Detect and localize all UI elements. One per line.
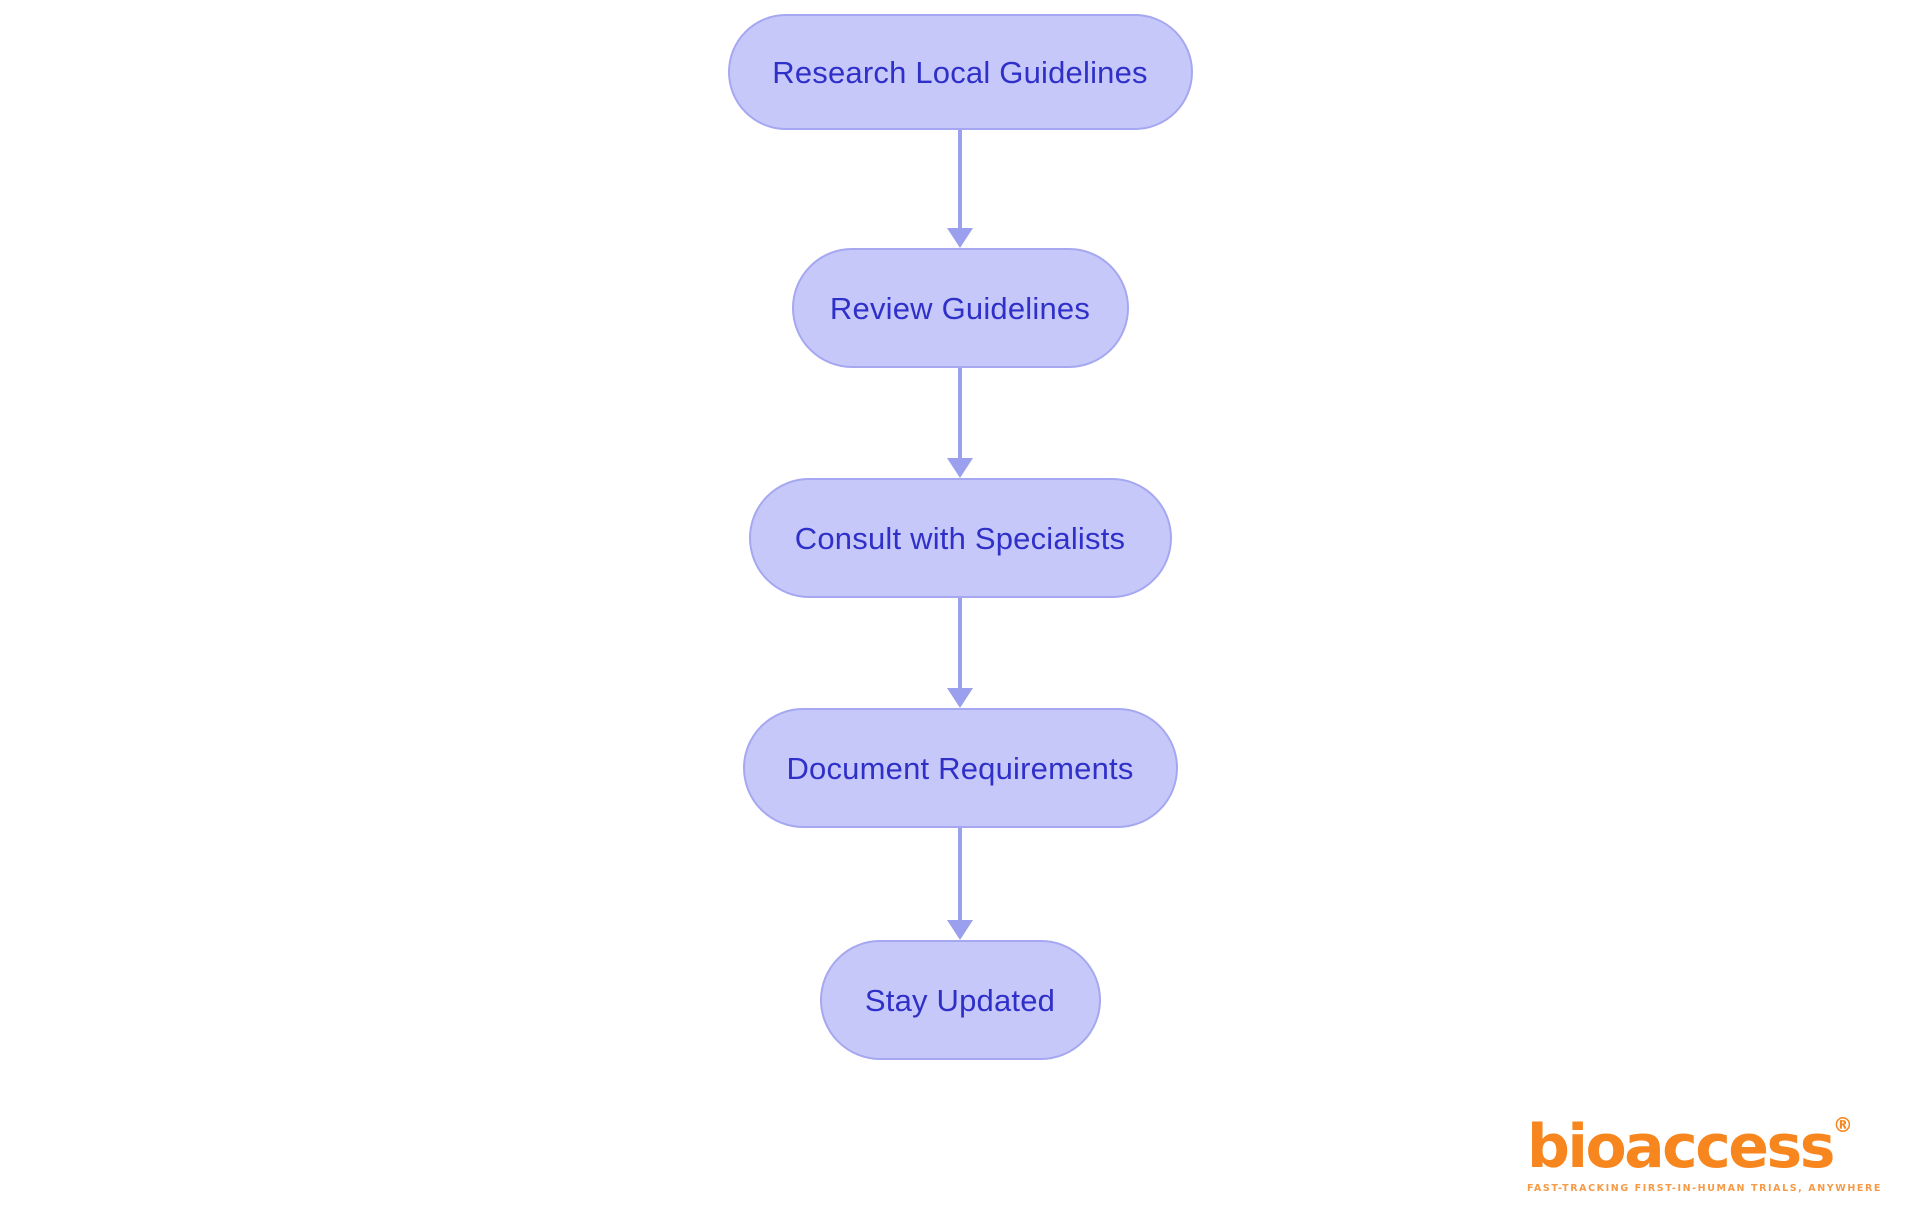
flow-node-label: Consult with Specialists <box>794 520 1126 556</box>
flow-connector-1 <box>940 130 980 248</box>
connector-line <box>958 828 962 921</box>
flow-connector-3 <box>940 598 980 708</box>
connector-line <box>958 598 962 689</box>
brand-tagline: FAST-TRACKING FIRST-IN-HUMAN TRIALS, ANY… <box>1526 1182 1882 1194</box>
arrowhead-down-icon <box>947 920 973 940</box>
flow-connector-4 <box>940 828 980 940</box>
flow-connector-2 <box>940 368 980 478</box>
arrowhead-down-icon <box>947 688 973 708</box>
flow-node-stay-updated[interactable]: Stay Updated <box>819 940 1101 1060</box>
flow-node-research-local-guidelines[interactable]: Research Local Guidelines <box>727 14 1193 130</box>
connector-line <box>958 368 962 459</box>
flow-node-consult-with-specialists[interactable]: Consult with Specialists <box>748 478 1172 598</box>
registered-trademark-icon: ® <box>1832 1112 1853 1137</box>
bioaccess-logo: bioaccess® FAST-TRACKING FIRST-IN-HUMAN … <box>1526 1115 1882 1194</box>
arrowhead-down-icon <box>947 228 973 248</box>
flow-node-label: Document Requirements <box>786 750 1134 786</box>
flow-node-document-requirements[interactable]: Document Requirements <box>742 708 1178 828</box>
brand-wordmark-text: bioaccess® <box>1527 1115 1853 1177</box>
flow-node-review-guidelines[interactable]: Review Guidelines <box>791 248 1129 368</box>
brand-name: bioaccess <box>1526 1111 1835 1182</box>
flowchart-node-column: Research Local Guidelines Review Guideli… <box>727 14 1193 1060</box>
arrowhead-down-icon <box>947 458 973 478</box>
flow-node-label: Stay Updated <box>864 982 1056 1018</box>
connector-line <box>958 130 962 229</box>
flow-node-label: Review Guidelines <box>829 290 1091 326</box>
flow-node-label: Research Local Guidelines <box>772 54 1148 90</box>
